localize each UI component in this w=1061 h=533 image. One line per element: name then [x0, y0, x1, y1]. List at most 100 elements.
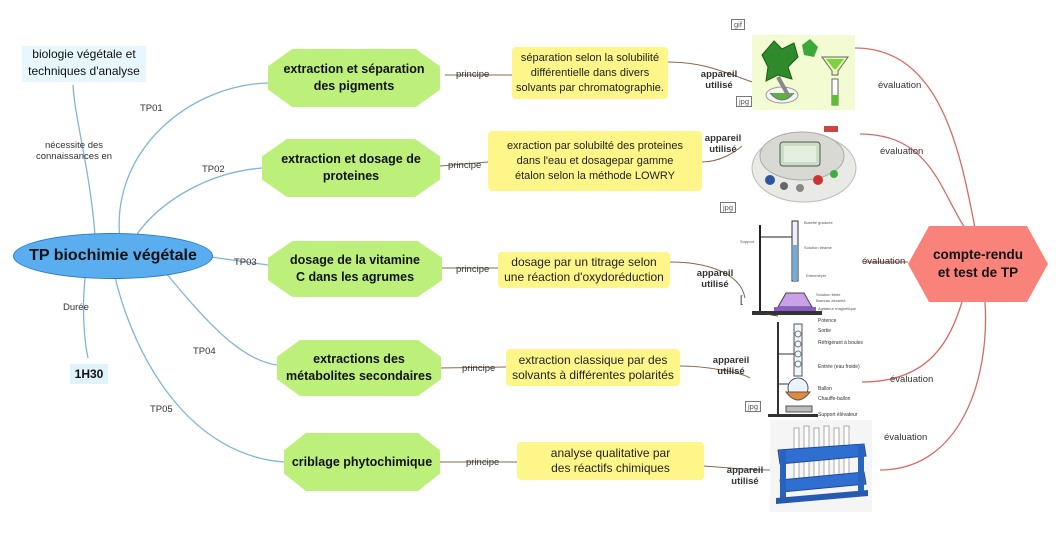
title-line: criblage phytochimique: [291, 454, 433, 469]
title-line: proteines: [322, 169, 380, 183]
link-line-2: connaissances en: [35, 151, 113, 162]
label-solution-titree: Solution titrée: [816, 292, 841, 297]
evaluation-label-5: évaluation: [884, 432, 928, 443]
root-to-tp03: [210, 256, 269, 266]
title-line: dosage de la vitamine: [290, 253, 420, 267]
principle-line: extraction classique par des: [518, 352, 668, 367]
image-tag-jpg-2: jpg: [720, 202, 737, 213]
label-line: utilisé: [701, 279, 729, 290]
titration-image: Burette graduée Support Solution titrant…: [738, 215, 863, 320]
label-ballon: Ballon: [818, 386, 832, 392]
principe-label-3: principe: [456, 264, 490, 275]
principle-line: dans l'eau et dosagepar gamme: [516, 154, 674, 167]
root-to-tp01: [118, 82, 269, 241]
title-line: C dans les agrumes: [295, 270, 415, 284]
label-line: utilisé: [709, 144, 737, 155]
evaluation-label-1: évaluation: [878, 80, 922, 91]
label-line: utilisé: [705, 80, 733, 91]
principe-label-1: principe: [456, 69, 490, 80]
image-tag-gif: gif: [731, 19, 745, 30]
tp03-label: TP03: [234, 257, 257, 268]
link-line-1: nécessite des: [44, 140, 104, 151]
label-solution-titrante: Solution titrante: [804, 245, 833, 250]
topic-tp03[interactable]: dosage de la vitamine C dans les agrumes: [268, 241, 442, 297]
test-tube-rack-image: [770, 420, 872, 512]
conclusion-line: et test de TP: [937, 265, 1019, 280]
label-line: appareil: [726, 465, 764, 476]
title-line: extraction et séparation: [283, 62, 425, 76]
principle-tp02[interactable]: exraction par solubilté des proteines dan…: [488, 131, 702, 191]
principle-line: séparation selon la solubilité: [520, 51, 660, 64]
label-agitateur: Agitateur magnétique: [818, 306, 857, 311]
prerequisite-link-label: nécessite des connaissances en: [34, 140, 114, 162]
tp01-label: TP01: [140, 103, 163, 114]
duration-value[interactable]: 1H30: [70, 364, 108, 384]
label-line: appareil: [696, 268, 734, 279]
topic-tp02[interactable]: extraction et dosage de proteines: [262, 139, 440, 197]
tp05-label: TP05: [150, 404, 173, 415]
root-to-tp02: [134, 167, 263, 238]
reflux-apparatus-icon: Potence Sortie Réfrigérant à boules Entr…: [768, 318, 864, 418]
label-line: utilisé: [717, 366, 745, 377]
label-sortie: Sortie: [818, 328, 831, 334]
title-line: métabolites secondaires: [286, 369, 432, 383]
main-topic[interactable]: TP biochimie végétale: [13, 233, 213, 279]
label-potence: Potence: [818, 318, 837, 324]
topic-tp01[interactable]: extraction et séparation des pigments: [268, 49, 440, 107]
tp02-label: TP02: [202, 164, 225, 175]
principle-line: dosage par un titrage selon: [511, 255, 657, 269]
reflux-image: Potence Sortie Réfrigérant à boules Entr…: [760, 318, 880, 422]
title-line: des pigments: [313, 79, 395, 93]
principle-line: différentielle dans divers: [530, 66, 650, 79]
label-erlenmeyer: Erlenmeyer: [806, 273, 827, 278]
principle-line: exraction par solubilté des proteines: [506, 139, 684, 152]
root-to-tp05: [114, 276, 285, 463]
topic-tp05[interactable]: criblage phytochimique: [284, 433, 440, 491]
label-barreau: Barreau aimanté: [816, 298, 846, 303]
label-support: Support: [740, 239, 755, 244]
duration-link-label: Durée: [63, 302, 89, 313]
principle-line: étalon selon la méthode LOWRY: [514, 169, 675, 182]
prerequisite-line-2: techniques d'analyse: [28, 64, 140, 78]
leaf-mortar-funnel-icon: [761, 39, 849, 106]
label-entree: Entrée (eau froide): [818, 364, 860, 370]
label-chauffe-ballon: Chauffe-ballon: [818, 396, 851, 402]
spectrophotometer-image: [742, 118, 862, 206]
root-to-tp04: [164, 271, 278, 366]
root-to-note: [72, 84, 96, 236]
principle-line: solvants par chromatographie.: [516, 81, 664, 94]
label-burette: Burette graduée: [804, 220, 833, 225]
burette-icon: Burette graduée Support Solution titrant…: [740, 220, 857, 317]
label-support-elevateur: Support élévateur: [818, 412, 858, 418]
label-line: appareil: [712, 355, 750, 366]
principle-line: des réactifs chimiques: [551, 461, 670, 475]
tp04-label: TP04: [193, 346, 216, 357]
test-tube-rack-icon: [776, 425, 868, 504]
evaluation-label-3: évaluation: [862, 256, 906, 267]
label-refrigerant: Réfrigérant à boules: [818, 340, 864, 346]
image-tag-jpg-3: jpg: [745, 401, 762, 412]
principle-line: analyse qualitative par: [550, 446, 671, 460]
principle-line: une réaction d'oxydoréduction: [504, 270, 664, 284]
principle-line: solvants à différentes polarités: [512, 367, 674, 382]
title-line: extraction et dosage de: [281, 152, 421, 166]
prerequisite-note[interactable]: biologie végétale et techniques d'analys…: [22, 46, 146, 82]
prerequisite-line-1: biologie végétale et: [32, 47, 136, 61]
principe-label-5: principe: [466, 457, 500, 468]
label-line: appareil: [704, 133, 742, 144]
chromatography-image: [752, 35, 855, 110]
image-tag-jpg-1: jpg: [736, 96, 753, 107]
evaluation-label-4: évaluation: [890, 374, 934, 385]
principle-tp01[interactable]: séparation selon la solubilité différenti…: [512, 47, 668, 99]
